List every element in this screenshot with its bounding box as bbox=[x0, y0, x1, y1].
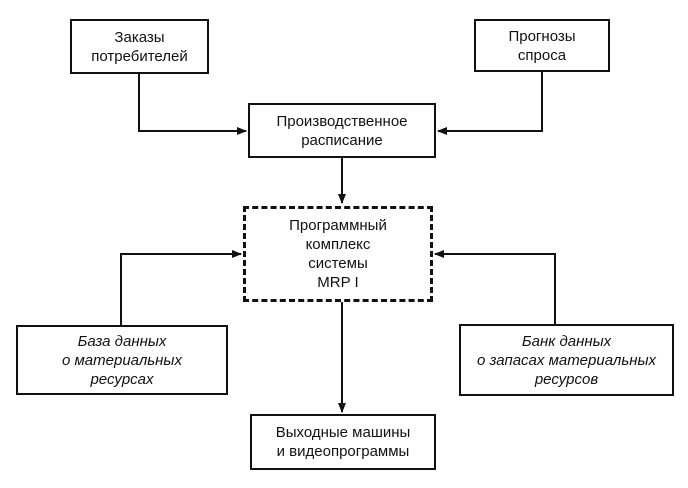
demand-forecasts-label: Прогнозы спроса bbox=[508, 27, 576, 64]
mrp-system-box: Программный комплекс системы MRP I bbox=[243, 206, 433, 302]
inventory-databank-label: Банк данных о запасах материальных ресур… bbox=[476, 332, 657, 388]
production-schedule-label: Производственное расписание bbox=[276, 112, 408, 149]
edge-materials-to-mrp bbox=[120, 250, 242, 325]
customer-orders-label: Заказы потребителей bbox=[91, 28, 188, 65]
outputs-label: Выходные машины и видеопрограммы bbox=[275, 424, 411, 460]
production-schedule-box: Производственное расписание bbox=[248, 103, 436, 158]
materials-database-label: База данных о материальных ресурсах bbox=[62, 332, 182, 388]
edge-inventory-to-mrp bbox=[434, 250, 556, 324]
customer-orders-box: Заказы потребителей bbox=[70, 19, 209, 74]
demand-forecasts-box: Прогнозы спроса bbox=[474, 19, 610, 72]
materials-database-box: База данных о материальных ресурсах bbox=[16, 325, 228, 395]
mrp-system-label: Программный комплекс системы MRP I bbox=[289, 217, 387, 291]
outputs-box: Выходные машины и видеопрограммы bbox=[250, 414, 436, 470]
edge-forecasts-to-schedule bbox=[437, 72, 543, 135]
inventory-databank-box: Банк данных о запасах материальных ресур… bbox=[459, 324, 674, 396]
edge-orders-to-schedule bbox=[138, 74, 247, 135]
